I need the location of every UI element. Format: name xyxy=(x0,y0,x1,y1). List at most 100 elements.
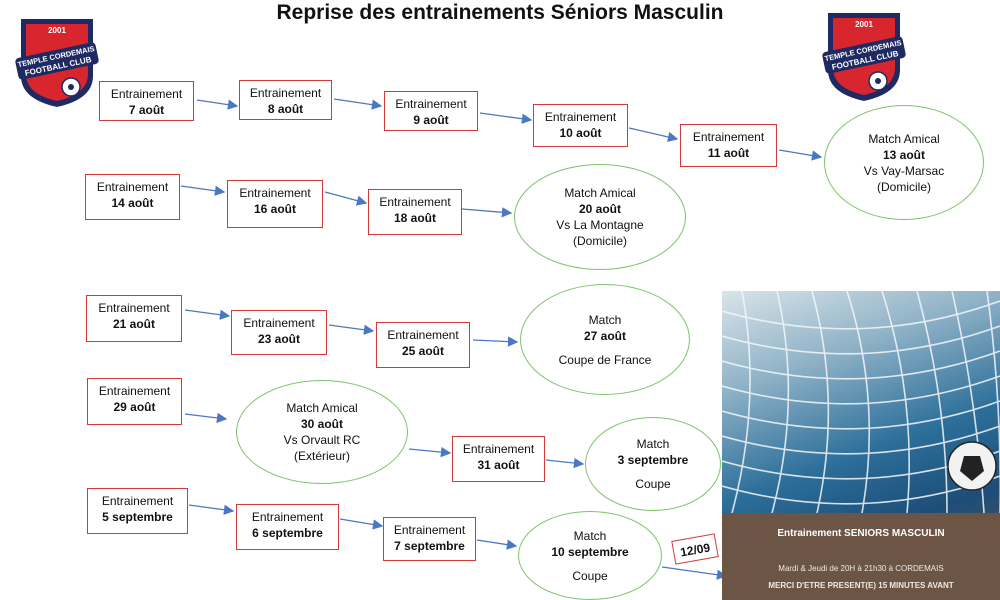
poster-title: Entrainement SENIORS MASCULIN xyxy=(777,528,945,539)
training-label: Entrainement xyxy=(249,86,322,100)
arrow xyxy=(196,99,239,110)
arrow xyxy=(333,98,383,110)
training-date: 23 août xyxy=(257,332,300,346)
match-competition: Coupe xyxy=(572,568,608,583)
training-label: Entrainement xyxy=(243,316,315,330)
arrow xyxy=(661,566,728,580)
match-venue: (Domicile) xyxy=(877,179,931,194)
training-box: Entrainement 16 août xyxy=(227,180,323,228)
training-label: Entrainement xyxy=(395,97,467,111)
training-box: Entrainement 7 septembre xyxy=(383,517,476,561)
training-box: Entrainement 9 août xyxy=(384,91,478,131)
training-box: Entrainement 7 août xyxy=(99,81,194,121)
match-label: Match xyxy=(588,312,622,327)
training-date: 7 septembre xyxy=(394,539,465,553)
training-date: 9 août xyxy=(413,113,449,127)
match-date: 30 août xyxy=(300,417,343,431)
match-oval: Match Amical 20 août Vs La Montagne (Dom… xyxy=(514,164,686,270)
match-date: 20 août xyxy=(578,202,621,216)
training-label: Entrainement xyxy=(462,442,535,456)
match-label: Match xyxy=(636,437,670,451)
logo-year: 2001 xyxy=(855,20,873,29)
training-date: 14 août xyxy=(111,196,154,210)
poster-line1: Mardi & Jeudi de 20H à 21h30 à CORDEMAIS xyxy=(778,564,944,573)
training-date: 7 août xyxy=(128,103,165,117)
match-competition: Coupe xyxy=(635,477,671,491)
arrow xyxy=(328,324,375,335)
poster-line2: MERCI D'ETRE PRESENT(E) 15 MINUTES AVANT xyxy=(768,581,954,590)
training-date: 21 août xyxy=(112,317,155,331)
training-poster: Entrainement SENIORS MASCULIN Mardi & Je… xyxy=(722,291,1000,600)
training-label: Entrainement xyxy=(98,301,170,315)
training-label: Entrainement xyxy=(239,186,311,200)
training-label: Entrainement xyxy=(101,494,174,508)
training-label: Entrainement xyxy=(387,328,459,342)
arrow xyxy=(778,149,823,161)
training-box: Entrainement 14 août xyxy=(85,174,180,220)
match-opponent: Vs La Montagne xyxy=(556,218,644,232)
match-oval: Match 10 septembre Coupe xyxy=(518,511,662,600)
logo-year: 2001 xyxy=(48,26,66,35)
training-date: 18 août xyxy=(393,211,436,225)
arrow xyxy=(324,191,368,206)
training-box: Entrainement 21 août xyxy=(86,295,182,342)
training-label: Entrainement xyxy=(110,87,183,101)
arrow xyxy=(180,185,226,196)
training-box: Entrainement 10 août xyxy=(533,104,628,147)
arrow xyxy=(184,309,231,320)
arrow xyxy=(479,112,533,124)
match-date: 13 août xyxy=(882,147,925,162)
arrow xyxy=(472,336,519,347)
goal-net-image xyxy=(722,291,1000,513)
training-label: Entrainement xyxy=(544,110,617,124)
match-label: Match Amical xyxy=(564,186,636,200)
match-oval: Match 3 septembre Coupe xyxy=(585,417,721,511)
training-date: 29 août xyxy=(113,400,156,414)
arrow xyxy=(476,539,518,550)
arrow xyxy=(184,412,228,424)
arrow xyxy=(545,457,585,469)
match-oval: Match Amical 13 août Vs Vay-Marsac (Domi… xyxy=(824,105,984,220)
training-date: 8 août xyxy=(267,102,304,116)
training-label: Entrainement xyxy=(379,195,451,209)
club-logo-left: 2001 TEMPLE CORDEMAIS FOOTBALL CLUB xyxy=(15,17,99,110)
match-oval: Match 27 août Coupe de France xyxy=(520,284,690,395)
match-opponent: Vs Vay-Marsac xyxy=(863,163,945,178)
training-box: Entrainement 8 août xyxy=(239,80,332,120)
training-label: Entrainement xyxy=(393,523,466,537)
training-box: Entrainement 11 août xyxy=(680,124,777,167)
arrow xyxy=(339,518,384,530)
training-date: 6 septembre xyxy=(252,526,323,540)
page-title: Reprise des entrainements Séniors Mascul… xyxy=(276,1,724,24)
training-date: 5 septembre xyxy=(102,510,173,524)
training-date: 10 août xyxy=(559,126,602,140)
match-date: 27 août xyxy=(583,328,626,343)
match-venue: (Extérieur) xyxy=(293,449,350,463)
training-box: Entrainement 5 septembre xyxy=(87,488,188,534)
training-box: Entrainement 31 août xyxy=(452,436,545,482)
match-label: Match Amical xyxy=(286,401,358,415)
match-venue: (Domicile) xyxy=(573,234,627,248)
match-oval: Match Amical 30 août Vs Orvault RC (Exté… xyxy=(236,380,408,484)
training-box: Entrainement 18 août xyxy=(368,189,462,235)
match-label: Match Amical xyxy=(868,131,940,146)
match-date: 10 septembre xyxy=(551,544,629,559)
training-date: 31 août xyxy=(477,458,520,472)
training-date: 16 août xyxy=(253,202,296,216)
training-box: Entrainement 6 septembre xyxy=(236,504,339,550)
training-label: Entrainement xyxy=(692,130,765,144)
match-opponent: Vs Orvault RC xyxy=(283,433,361,447)
arrow xyxy=(628,127,679,143)
arrow xyxy=(408,446,452,458)
training-label: Entrainement xyxy=(96,180,169,194)
arrow xyxy=(461,207,513,218)
training-label: Entrainement xyxy=(251,510,324,524)
match-label: Match xyxy=(573,528,607,543)
training-box: Entrainement 23 août xyxy=(231,310,327,355)
match-date: 3 septembre xyxy=(617,453,689,467)
match-competition: Coupe de France xyxy=(558,352,652,367)
training-date: 11 août xyxy=(707,146,750,160)
